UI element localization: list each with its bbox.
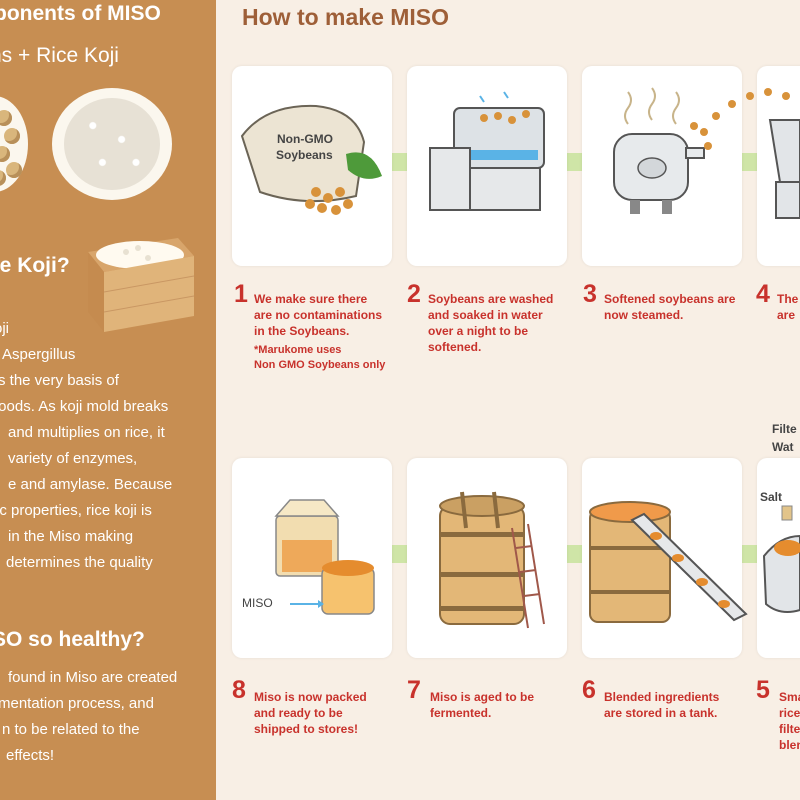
health-heading: SO so healthy? xyxy=(0,628,145,651)
water-label-line1: Filte xyxy=(772,422,797,436)
masu-box-image xyxy=(88,238,195,332)
step-text-4: The are xyxy=(777,292,799,322)
koji-body-line: Aspergillus xyxy=(2,346,76,363)
step-number-8: 8 xyxy=(232,676,246,704)
aging-barrel-image xyxy=(439,491,545,629)
page-title: How to make MISO xyxy=(242,4,450,30)
health-body-line: found in Miso are created xyxy=(8,669,178,686)
koji-body-line: oji xyxy=(0,320,10,337)
bag-label-line2: Soybeans xyxy=(276,148,333,162)
step-text-5: Sma rice filte blen xyxy=(779,690,800,752)
salt-label: Salt xyxy=(760,490,783,504)
step-number-1: 1 xyxy=(234,280,248,308)
step-number-3: 3 xyxy=(583,280,597,308)
step-number-5: 5 xyxy=(756,676,770,704)
step-note-1: *Marukome uses Non GMO Soybeans only xyxy=(254,344,386,371)
koji-heading: ce Koji? xyxy=(0,254,70,277)
health-body-line: mentation process, and xyxy=(0,695,154,712)
soybean-plate-image xyxy=(0,96,28,192)
step-text-2: Soybeans are washed and soaked in water … xyxy=(428,292,554,354)
miso-label: MISO xyxy=(242,596,273,610)
koji-body-line: in the Miso making xyxy=(8,528,134,545)
washing-machine-image xyxy=(429,91,545,211)
step-text-1: We make sure there are no contaminations… xyxy=(254,292,383,338)
step-number-7: 7 xyxy=(407,676,421,704)
ingredients-panel: ponents of MISO ns + Rice Koji ce Koji? … xyxy=(0,0,216,800)
mixer-image xyxy=(762,505,800,613)
grinder-image xyxy=(690,88,800,219)
steamer-image xyxy=(613,87,705,214)
health-body-line: effects! xyxy=(6,747,55,764)
health-body-line: n to be related to the xyxy=(2,721,140,738)
koji-body-line: variety of enzymes, xyxy=(8,450,138,467)
step-text-3: Softened soybeans are now steamed. xyxy=(604,292,736,322)
koji-body-line: ic properties, rice koji is xyxy=(0,502,152,519)
rice-koji-plate-image xyxy=(52,88,172,200)
koji-body-line: and multiplies on rice, it xyxy=(8,424,165,441)
koji-body-line: determines the quality xyxy=(6,554,153,571)
step-text-6: Blended ingredients are stored in a tank… xyxy=(604,690,720,720)
koji-body-line: e and amylase. Because xyxy=(8,476,173,493)
water-label-line2: Wat xyxy=(772,440,794,454)
step-number-2: 2 xyxy=(407,280,421,308)
storage-tank-image xyxy=(589,501,748,623)
miso-package-image xyxy=(274,499,375,615)
bag-label-line1: Non-GMO xyxy=(277,132,333,146)
soybean-bag-image xyxy=(240,104,382,215)
step-number-6: 6 xyxy=(582,676,596,704)
panel-title: ponents of MISO xyxy=(0,2,161,25)
koji-body-line: foods. As koji mold breaks xyxy=(0,398,169,415)
step-text-7: Miso is aged to be fermented. xyxy=(430,690,535,720)
step-number-4: 4 xyxy=(756,280,770,308)
koji-body-line: s the very basis of xyxy=(0,372,119,389)
panel-subtitle: ns + Rice Koji xyxy=(0,44,119,67)
step-text-8: Miso is now packed and ready to be shipp… xyxy=(254,690,367,736)
